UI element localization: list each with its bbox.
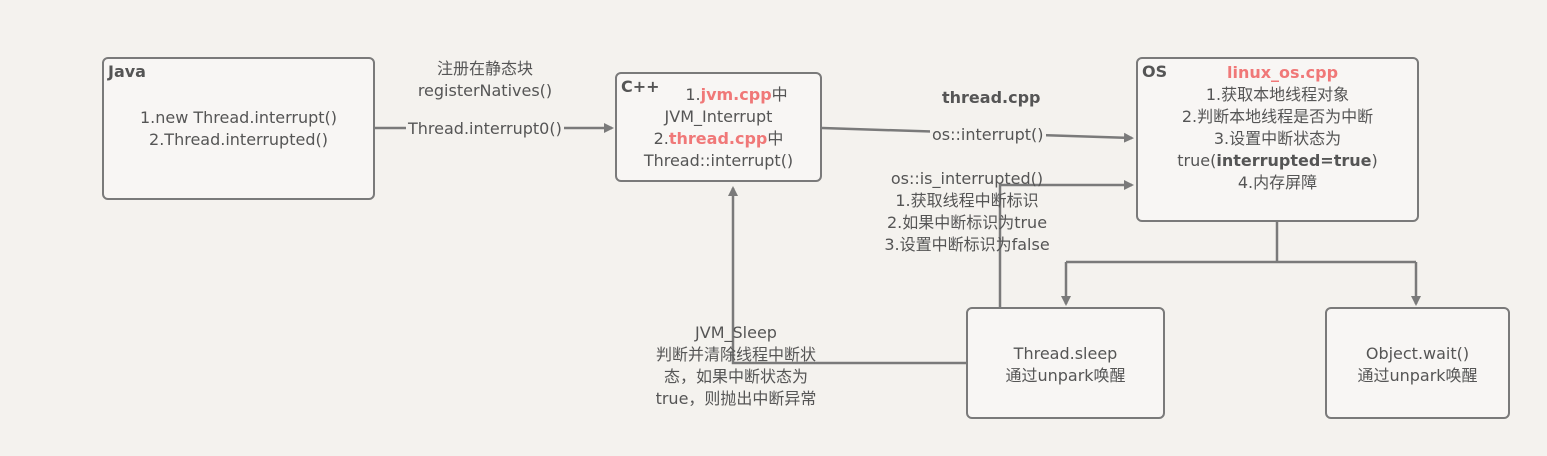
jvm-sleep-line-2: 判断并清除线程中断状 [655,345,816,364]
os-line-4-suffix: ) [1371,151,1378,170]
object-wait-line-1: Object.wait() [1365,344,1470,363]
cpp-box-body: 1.jvm.cpp中 [617,84,820,106]
interrupt0-label: Thread.interrupt0() [406,118,564,140]
os-line-4: true(interrupted=true) [1138,150,1417,172]
os-line-3: 3.设置中断状态为 [1213,129,1342,148]
is-interrupted-line-1: 1.获取线程中断标识 [895,191,1039,210]
os-line-4-prefix: true( [1177,151,1217,170]
arrow-sleep-to-os [998,180,1134,308]
arrow-sleep-to-cpp [728,186,966,365]
os-line-5: 4.内存屏障 [1237,173,1318,192]
cpp-line-3-suffix: 中 [767,129,784,148]
os-linux-os-cpp-highlight: linux_os.cpp [1226,63,1339,82]
os-box-title: OS [1142,62,1168,81]
thread-sleep-body: Thread.sleep 通过unpark唤醒 [968,343,1163,387]
cpp-line-2: JVM_Interrupt [664,107,773,126]
os-box-file: linux_os.cpp [1138,62,1417,84]
register-label-line-1: 注册在静态块 [436,59,533,78]
java-box: Java 1.new Thread.interrupt() 2.Thread.i… [102,57,375,200]
jvm-sleep-line-3: 态，如果中断状态为 [663,367,808,386]
java-line-1: 1.new Thread.interrupt() [139,108,338,127]
cpp-box-body-rest: JVM_Interrupt 2.thread.cpp中 Thread::inte… [617,106,820,172]
is-interrupted-line-2: 2.如果中断标识为true [886,213,1048,232]
cpp-line-1: 1.jvm.cpp中 [653,84,820,106]
object-wait-box: Object.wait() 通过unpark唤醒 [1325,307,1510,419]
cpp-line-1-suffix: 中 [771,85,788,104]
java-box-title: Java [108,62,146,81]
cpp-line-3-prefix: 2. [653,129,669,148]
os-interrupt-label: os::interrupt() [930,124,1046,146]
thread-sleep-box: Thread.sleep 通过unpark唤醒 [966,307,1165,419]
thread-sleep-line-1: Thread.sleep [1013,344,1118,363]
cpp-line-4: Thread::interrupt() [643,151,794,170]
cpp-box-title: C++ [621,77,660,96]
cpp-thread-cpp-highlight: thread.cpp [668,129,768,148]
cpp-box: C++ 1.jvm.cpp中 JVM_Interrupt 2.thread.cp… [615,72,822,182]
jvm-sleep-line-4: true，则抛出中断异常 [655,389,817,408]
java-line-2: 2.Thread.interrupted() [149,130,328,149]
cpp-jvm-cpp-highlight: jvm.cpp [700,85,772,104]
object-wait-body: Object.wait() 通过unpark唤醒 [1327,343,1508,387]
register-natives-label: 注册在静态块 registerNatives() [405,58,565,102]
cpp-line-3: 2.thread.cpp中 [617,128,820,150]
os-line-2: 2.判断本地线程是否为中断 [1181,107,1374,126]
jvm-sleep-line-1: JVM_Sleep [695,323,777,342]
os-box-body: 1.获取本地线程对象 2.判断本地线程是否为中断 3.设置中断状态为 true(… [1138,84,1417,194]
is-interrupted-label: os::is_interrupted() 1.获取线程中断标识 2.如果中断标识… [862,168,1072,256]
os-line-4-bold: interrupted=true [1216,151,1372,170]
java-box-body: 1.new Thread.interrupt() 2.Thread.interr… [104,107,373,151]
thread-cpp-label: thread.cpp [942,88,1041,107]
is-interrupted-line-0: os::is_interrupted() [890,169,1044,188]
is-interrupted-line-3: 3.设置中断标识为false [884,235,1050,254]
cpp-line-1-prefix: 1. [685,85,701,104]
register-label-line-2: registerNatives() [417,81,553,100]
thread-sleep-line-2: 通过unpark唤醒 [1005,366,1126,385]
os-line-1: 1.获取本地线程对象 [1205,85,1350,104]
jvm-sleep-label: JVM_Sleep 判断并清除线程中断状 态，如果中断状态为 true，则抛出中… [626,322,846,410]
object-wait-line-2: 通过unpark唤醒 [1357,366,1478,385]
os-box: OS linux_os.cpp 1.获取本地线程对象 2.判断本地线程是否为中断… [1136,57,1419,222]
